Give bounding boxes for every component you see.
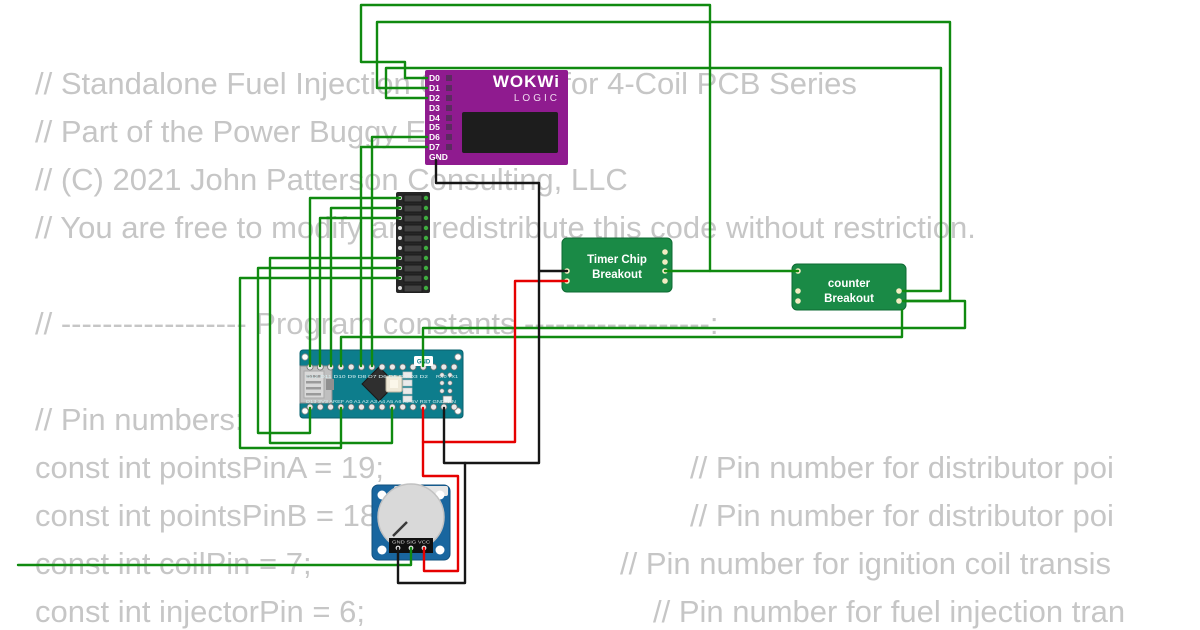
- timer-breakout-label-1: Timer Chip: [587, 254, 647, 266]
- source-code-background: // Standalone Fuel Injection Controller …: [35, 66, 1125, 629]
- arduino-nano[interactable]: D12 D11 D10 D9 D8 D7 D6 D5 D4 D3 D2 RX0 …: [299, 349, 464, 419]
- black-wires[interactable]: [396, 158, 569, 585]
- wire-nano-d11-to-terminal-3[interactable]: [318, 216, 402, 368]
- logic-pin-label-d2: D2: [429, 93, 440, 103]
- code-line: const int pointsPinA = 19;: [35, 450, 384, 485]
- terminal-block-slots: [403, 194, 423, 293]
- wire-nano-a0-to-terminal-9[interactable]: [238, 276, 402, 450]
- wire-nano-a5-to-terminal-7[interactable]: [268, 256, 402, 445]
- logic-pin-label-d0: D0: [429, 73, 440, 83]
- logic-pin-label-d3: D3: [429, 103, 440, 113]
- wokwi-logo: WOKWi: [493, 72, 560, 91]
- wire-nano-5v-to-timer-vcc[interactable]: [421, 279, 569, 444]
- counter-breakout-pins[interactable]: [795, 268, 902, 304]
- counter-breakout-board[interactable]: [791, 263, 907, 311]
- potentiometer-knob-indicator: [392, 521, 408, 537]
- potentiometer-corner-holes: [377, 490, 445, 555]
- timer-chip-breakout[interactable]: Timer Chip Breakout: [561, 237, 673, 293]
- wire-logic-d7-to-nano-d7[interactable]: [359, 145, 429, 368]
- logic-pin-label-d6: D6: [429, 132, 440, 142]
- logic-pin-label-gnd: GND: [429, 152, 448, 162]
- logic-pin-label-d4: D4: [429, 113, 440, 123]
- code-line: const int pointsPinB = 18;: [35, 498, 386, 533]
- wire-counter-to-nano-d9[interactable]: [339, 308, 904, 368]
- nano-reset-button[interactable]: [385, 375, 403, 393]
- nano-bottom-pin-labels: D13 3V3 AREF A0 A1 A2 A3 A4 A5 A6 A7 5V …: [306, 399, 456, 404]
- code-comment: // Pin number for ignition coil transis: [620, 546, 1111, 581]
- logic-analyzer-display: [462, 112, 558, 153]
- wire-nano-d10-to-terminal-2[interactable]: [329, 206, 402, 368]
- logic-pin-label-d7: D7: [429, 142, 440, 152]
- red-wires[interactable]: [421, 279, 569, 573]
- nano-leds: [402, 371, 413, 403]
- green-wires[interactable]: [16, 3, 967, 567]
- nano-bottom-pins[interactable]: [306, 403, 458, 411]
- terminal-block[interactable]: [396, 192, 430, 293]
- nano-usb-connector: [299, 365, 334, 404]
- logic-channel-pads: [446, 75, 452, 150]
- nano-top-pin-labels: D12 D11 D10 D9 D8 D7 D6 D5 D4 D3 D2: [306, 374, 429, 379]
- wire-logic-d2-to-counter-out1[interactable]: [384, 66, 943, 293]
- wire-logic-d0-to-timer-counter-net[interactable]: [359, 3, 712, 273]
- counter-breakout-label-1: counter: [828, 278, 871, 290]
- wire-5v-to-pot-vcc[interactable]: [421, 440, 460, 573]
- wire-pot-sig[interactable]: [16, 546, 413, 567]
- wire-logic-gnd-to-timer-gnd[interactable]: [434, 158, 569, 273]
- code-line: // (C) 2021 John Patterson Consulting, L…: [35, 162, 628, 197]
- timer-breakout-label-2: Breakout: [592, 269, 642, 281]
- potentiometer[interactable]: GND SIG VCC: [371, 483, 451, 561]
- potentiometer-pin-labels: GND SIG VCC: [392, 540, 430, 545]
- wire-nano-gnd-to-counter-wrap[interactable]: [421, 299, 967, 368]
- nano-top-pins[interactable]: [306, 363, 458, 371]
- nano-mounting-holes: [301, 353, 462, 415]
- nano-icsp-header: [439, 372, 453, 404]
- logic-subtitle: LOGIC: [514, 93, 560, 104]
- wire-nano-d12-to-terminal-1[interactable]: [308, 196, 402, 368]
- code-comment: // Pin number for fuel injection tran: [653, 594, 1125, 629]
- logic-pin-label-d5: D5: [429, 122, 440, 132]
- timer-breakout-board[interactable]: [561, 237, 673, 293]
- nano-rxtx-labels: RX0 TX1: [436, 374, 459, 379]
- wire-logic-d6-to-nano-d6[interactable]: [370, 135, 429, 368]
- code-line: // ------------------ Program constants …: [35, 306, 718, 341]
- logic-pin-label-d1: D1: [429, 83, 440, 93]
- wire-nano-gnd-to-gnd-net[interactable]: [442, 269, 541, 465]
- wire-pot-gnd[interactable]: [396, 461, 467, 585]
- code-comment: // Pin number for distributor poi: [690, 498, 1114, 533]
- counter-breakout-label-2: Breakout: [824, 293, 874, 305]
- code-line: // Pin numbers:: [35, 402, 243, 437]
- code-line: const int injectorPin = 6;: [35, 594, 365, 629]
- code-line: // You are free to modify and redistribu…: [35, 210, 976, 245]
- code-comment: // Pin number for distributor poi: [690, 450, 1114, 485]
- wire-nano-d13-to-terminal-8[interactable]: [256, 266, 402, 435]
- code-line: const int coilPin = 7;: [35, 546, 312, 581]
- logic-analyzer[interactable]: WOKWi LOGIC D0 D1 D2 D3 D4 D5 D6 D7 GND: [425, 70, 568, 165]
- terminal-block-right-pins[interactable]: [423, 195, 429, 291]
- counter-breakout[interactable]: counter Breakout: [791, 263, 907, 311]
